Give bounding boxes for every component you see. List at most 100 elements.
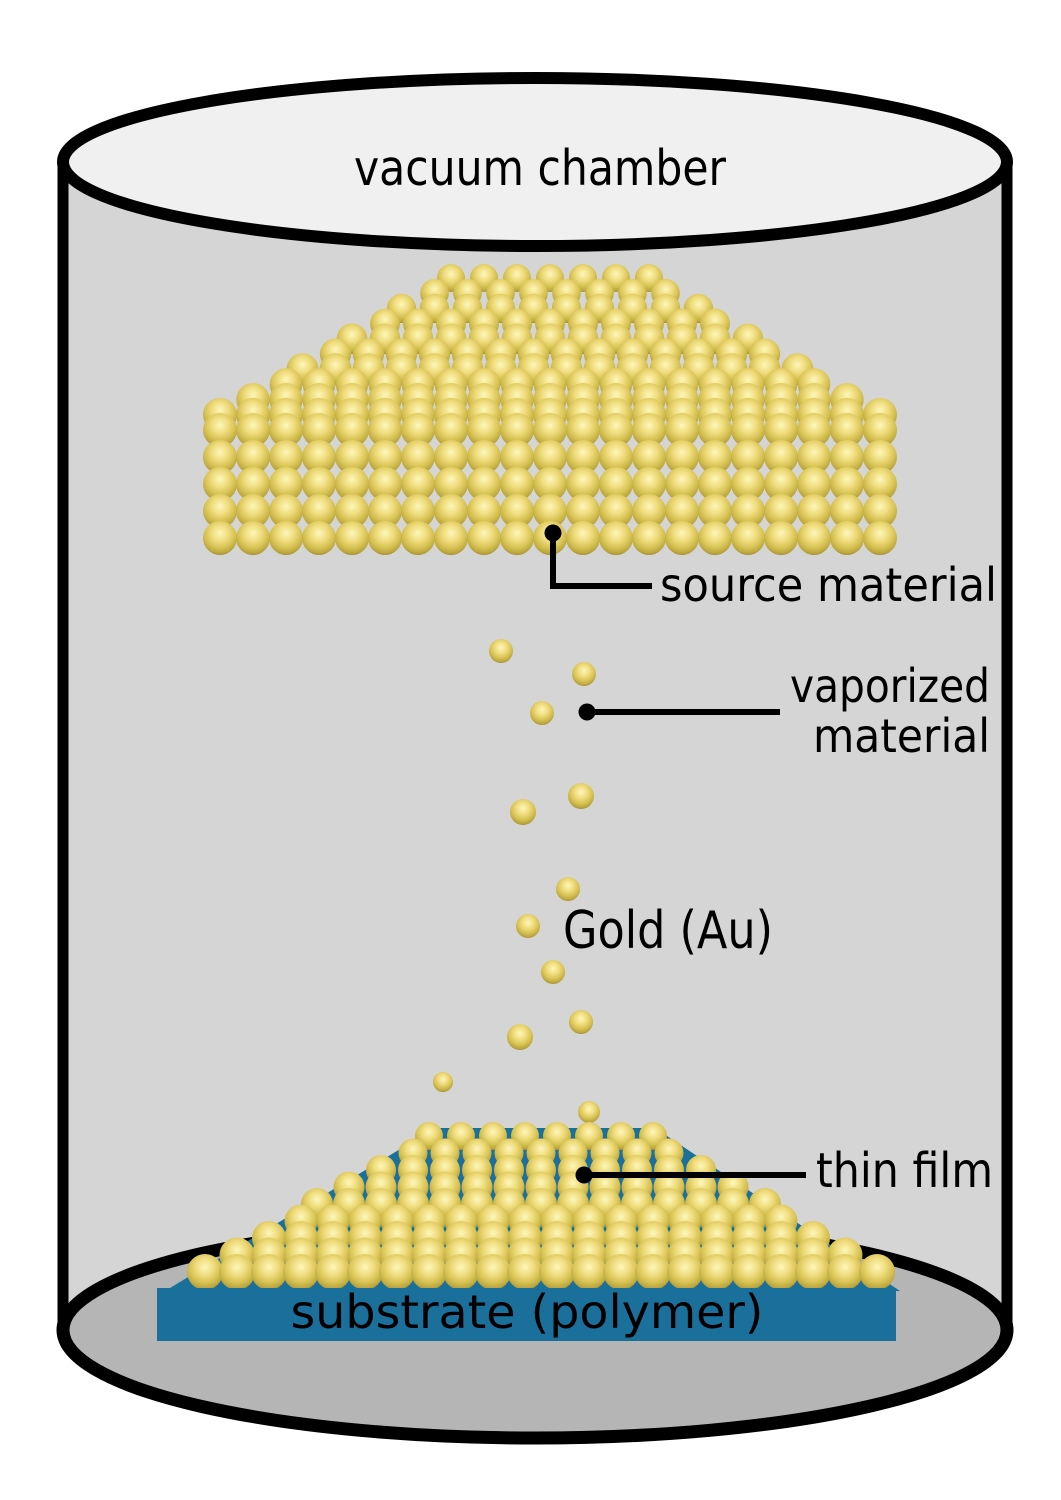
film-atom: [635, 1254, 671, 1290]
film-atom: [507, 1254, 543, 1290]
gold-atom: [500, 413, 534, 447]
gold-atom: [335, 467, 369, 501]
gold-atom: [203, 413, 237, 447]
vaporized-material-callout: vaporized material: [578, 659, 990, 763]
gold-atom: [764, 467, 798, 501]
gold-atom: [236, 440, 270, 474]
gold-atom: [566, 521, 600, 555]
gold-atom: [566, 467, 600, 501]
chamber-top-ellipse: [57, 72, 1013, 252]
vapor-atom: [530, 701, 554, 725]
gold-atom: [302, 521, 336, 555]
gold-atom: [467, 494, 501, 528]
film-atom: [795, 1254, 831, 1290]
gold-atom: [533, 440, 567, 474]
source-callout-line: [550, 533, 652, 589]
gold-atom: [566, 440, 600, 474]
vaporized-atoms: [433, 639, 600, 1123]
gold-atom: [434, 413, 468, 447]
gold-atom: [269, 440, 303, 474]
thin-film-label: thin film: [816, 1143, 993, 1199]
gold-atom: [698, 521, 732, 555]
gold-atom: [335, 413, 369, 447]
gold-atom: [830, 467, 864, 501]
gold-atom: [698, 440, 732, 474]
chamber-title: vacuum chamber: [354, 140, 727, 197]
gold-atom: [665, 467, 699, 501]
vaporized-label-line1: vaporized: [790, 659, 990, 713]
gold-atom: [731, 413, 765, 447]
gold-atom: [665, 440, 699, 474]
gold-atom: [434, 467, 468, 501]
film-atom: [827, 1254, 863, 1290]
vapor-atom: [510, 799, 536, 825]
gold-atom: [797, 494, 831, 528]
gold-atom: [632, 467, 666, 501]
vaporized-label-line2: material: [813, 709, 990, 763]
vapor-atom: [568, 783, 594, 809]
gold-atom: [830, 494, 864, 528]
gold-atom: [863, 413, 897, 447]
source-material-label: source material: [660, 558, 997, 612]
gold-atom: [533, 467, 567, 501]
gold-atom: [500, 494, 534, 528]
gold-atom: [401, 494, 435, 528]
gold-atom: [203, 521, 237, 555]
vapor-atom: [516, 914, 540, 938]
film-atom: [763, 1254, 799, 1290]
gold-atom: [698, 494, 732, 528]
gold-atom: [467, 467, 501, 501]
gold-atom: [599, 494, 633, 528]
gold-atom: [302, 440, 336, 474]
gold-atom: [236, 467, 270, 501]
film-atom: [667, 1254, 703, 1290]
film-atom: [603, 1254, 639, 1290]
gold-atom: [731, 521, 765, 555]
gold-atom: [434, 494, 468, 528]
thin-film-callout: thin film: [575, 1143, 993, 1199]
gold-atom: [368, 467, 402, 501]
vapor-atom: [489, 639, 513, 663]
gold-atom: [401, 467, 435, 501]
gold-atom: [269, 467, 303, 501]
gold-atom: [236, 494, 270, 528]
gold-atom: [665, 521, 699, 555]
gold-atom: [698, 413, 732, 447]
gold-atom: [368, 494, 402, 528]
vapor-atom: [507, 1024, 533, 1050]
gold-atom: [269, 413, 303, 447]
gold-atom: [368, 521, 402, 555]
gold-atom: [401, 440, 435, 474]
gold-label: Gold (Au): [563, 901, 773, 961]
film-atom: [187, 1254, 223, 1290]
gold-atom: [863, 494, 897, 528]
gold-atom: [731, 494, 765, 528]
gold-atom: [632, 440, 666, 474]
gold-atom: [665, 413, 699, 447]
gold-atom: [467, 521, 501, 555]
gold-atom: [830, 413, 864, 447]
gold-atom: [533, 494, 567, 528]
vapor-atom: [569, 1010, 593, 1034]
gold-atom: [500, 521, 534, 555]
gold-atom: [368, 413, 402, 447]
gold-atom: [335, 440, 369, 474]
gold-atom: [830, 440, 864, 474]
gold-atom: [302, 467, 336, 501]
film-atom: [699, 1254, 735, 1290]
film-atom: [571, 1254, 607, 1290]
gold-atom: [203, 467, 237, 501]
gold-atom: [533, 413, 567, 447]
gold-atom: [863, 440, 897, 474]
gold-atom: [599, 440, 633, 474]
gold-atom: [665, 494, 699, 528]
gold-atom: [599, 521, 633, 555]
film-atom: [443, 1254, 479, 1290]
gold-atom: [731, 467, 765, 501]
gold-atom: [863, 521, 897, 555]
film-atom: [859, 1254, 895, 1290]
gold-atom: [764, 494, 798, 528]
gold-atom: [434, 440, 468, 474]
gold-atom: [335, 521, 369, 555]
